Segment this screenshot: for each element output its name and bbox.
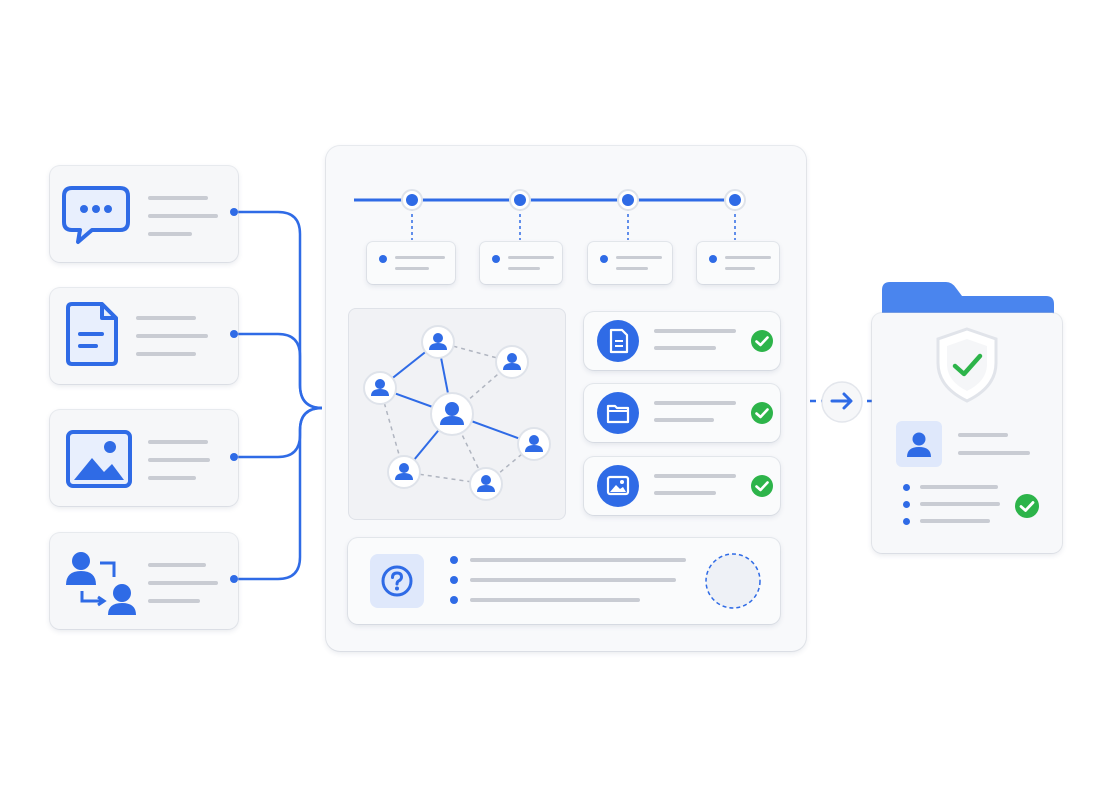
source-card-chat[interactable] bbox=[50, 166, 238, 262]
status-row-folder[interactable] bbox=[584, 384, 780, 442]
user-node-icon[interactable] bbox=[420, 324, 456, 360]
user-node-icon[interactable] bbox=[516, 426, 552, 462]
user-hub-icon[interactable] bbox=[429, 391, 475, 437]
timeline-node[interactable] bbox=[723, 188, 747, 212]
source-card-image[interactable] bbox=[50, 410, 238, 506]
check-icon bbox=[1015, 494, 1039, 518]
user-icon bbox=[907, 432, 931, 457]
source-port bbox=[230, 330, 238, 338]
output-folder-card[interactable] bbox=[872, 313, 1062, 553]
check-icon bbox=[751, 402, 773, 424]
source-port bbox=[230, 453, 238, 461]
question-icon bbox=[381, 565, 413, 597]
timeline-step-card[interactable] bbox=[367, 242, 455, 284]
timeline-node[interactable] bbox=[616, 188, 640, 212]
source-port bbox=[230, 575, 238, 583]
user-transfer-icon bbox=[66, 552, 136, 615]
timeline-step-card[interactable] bbox=[480, 242, 562, 284]
source-port bbox=[230, 208, 238, 216]
user-node-icon[interactable] bbox=[362, 370, 398, 406]
question-icon-tile[interactable] bbox=[370, 554, 424, 608]
document-icon bbox=[66, 302, 118, 366]
image-icon bbox=[66, 430, 132, 488]
timeline-node[interactable] bbox=[400, 188, 424, 212]
check-icon bbox=[751, 475, 773, 497]
status-row-image[interactable] bbox=[584, 457, 780, 515]
folder-icon bbox=[597, 392, 639, 434]
status-row-document[interactable] bbox=[584, 312, 780, 370]
user-node-icon[interactable] bbox=[494, 344, 530, 380]
check-icon bbox=[751, 330, 773, 352]
folder-tab-icon bbox=[882, 282, 1054, 322]
placeholder-circle bbox=[705, 553, 761, 609]
source-card-document[interactable] bbox=[50, 288, 238, 384]
user-node-icon[interactable] bbox=[386, 454, 422, 490]
image-icon bbox=[597, 465, 639, 507]
timeline-step-card[interactable] bbox=[588, 242, 672, 284]
user-node-icon[interactable] bbox=[468, 466, 504, 502]
timeline-node[interactable] bbox=[508, 188, 532, 212]
timeline-step-card[interactable] bbox=[697, 242, 779, 284]
shield-check-icon bbox=[936, 327, 998, 403]
document-icon bbox=[597, 320, 639, 362]
query-panel[interactable] bbox=[348, 538, 780, 624]
source-card-users[interactable] bbox=[50, 533, 238, 629]
arrow-right-icon[interactable] bbox=[820, 380, 864, 424]
profile-avatar bbox=[896, 421, 942, 467]
chat-bubble-icon bbox=[62, 186, 130, 244]
